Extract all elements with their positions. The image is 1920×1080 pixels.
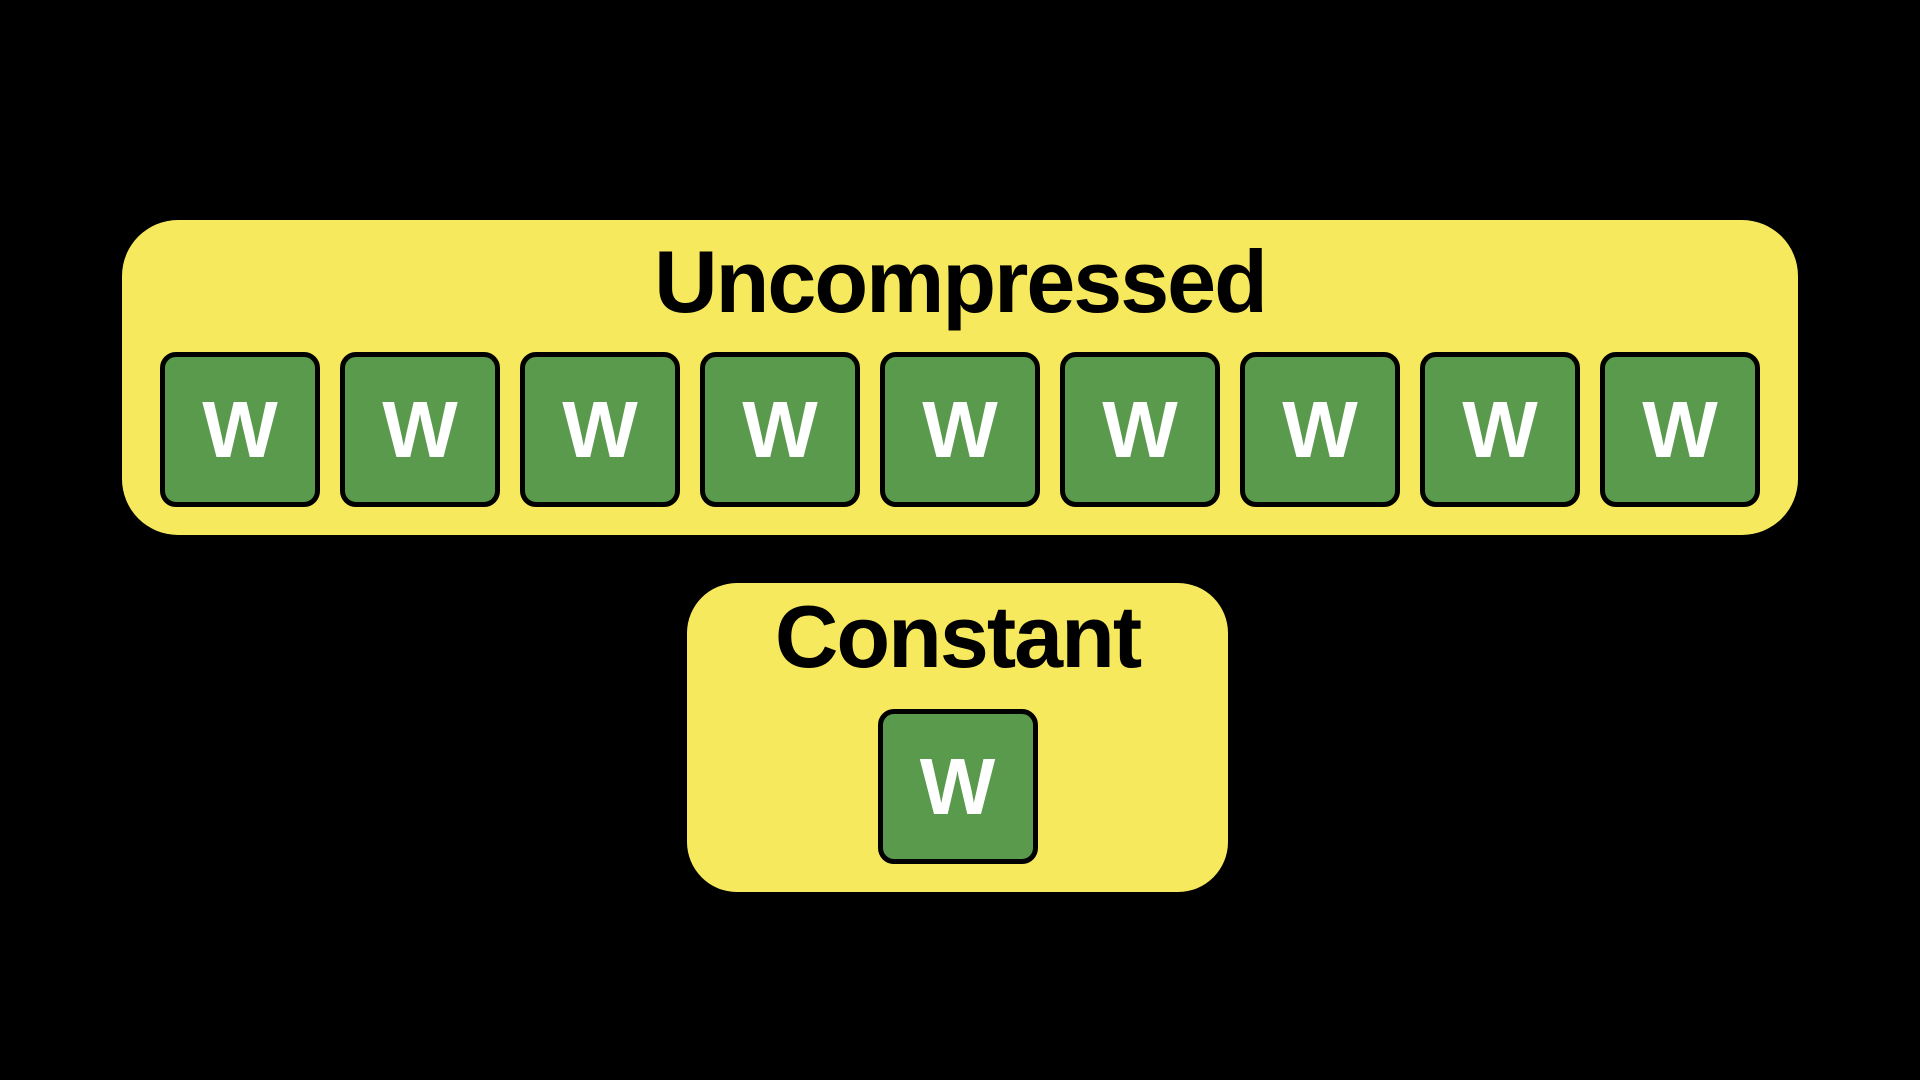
weight-tile-letter: W	[1282, 384, 1358, 474]
weight-tile-letter: W	[202, 384, 278, 474]
weight-tile: W	[1240, 352, 1400, 507]
uncompressed-title: Uncompressed	[654, 232, 1268, 331]
weight-tile: W	[877, 709, 1038, 864]
weight-tile: W	[1600, 352, 1760, 507]
weight-tile-letter: W	[382, 384, 458, 474]
constant-tile-row: W	[877, 709, 1038, 864]
weight-tile-letter: W	[742, 384, 818, 474]
constant-group-box: Constant W	[687, 583, 1228, 892]
weight-tile-letter: W	[922, 384, 998, 474]
weight-tile: W	[880, 352, 1040, 507]
weight-tile: W	[160, 352, 320, 507]
weight-tile-letter: W	[919, 741, 996, 831]
weight-tile: W	[520, 352, 680, 507]
weight-tile-letter: W	[1462, 384, 1538, 474]
uncompressed-group-box: Uncompressed W W W W W W W W W	[122, 220, 1798, 535]
weight-tile: W	[700, 352, 860, 507]
weight-tile-letter: W	[1642, 384, 1718, 474]
weight-tile: W	[340, 352, 500, 507]
weight-tile: W	[1420, 352, 1580, 507]
weight-tile-letter: W	[1102, 384, 1178, 474]
uncompressed-tile-row: W W W W W W W W W	[160, 352, 1760, 507]
constant-title: Constant	[774, 587, 1142, 686]
weight-tile: W	[1060, 352, 1220, 507]
weight-tile-letter: W	[562, 384, 638, 474]
